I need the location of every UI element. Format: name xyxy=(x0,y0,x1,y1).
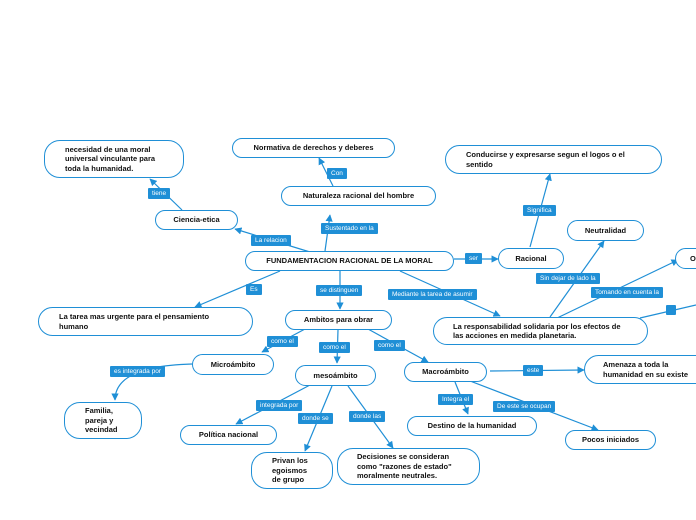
label-tomando: Tomando en cuenta la xyxy=(591,287,663,298)
label-es-integrada: es integrada por xyxy=(110,366,165,377)
node-decisiones[interactable]: Decisiones se consideran como "razones d… xyxy=(337,448,480,485)
connector xyxy=(318,157,334,187)
node-responsabilidad[interactable]: La responsabilidad solidaria por los efe… xyxy=(433,317,648,345)
label-como-el-micro: como el xyxy=(267,336,298,347)
node-fundamentacion[interactable]: FUNDAMENTACION RACIONAL DE LA MORAL xyxy=(245,251,454,271)
label-donde-se: donde se xyxy=(298,413,333,424)
connector xyxy=(194,270,281,308)
node-pocos[interactable]: Pocos iniciados xyxy=(565,430,656,450)
label-integrada-por: integrada por xyxy=(256,400,303,411)
label-donde-las: donde las xyxy=(349,411,386,422)
node-ambitos[interactable]: Ambitos para obrar xyxy=(285,310,392,330)
label-se-distinguen: se distinguen xyxy=(316,285,363,296)
label-de-este: De este se ocupan xyxy=(493,401,556,412)
node-conducirse[interactable]: Conducirse y expresarse segun el logos o… xyxy=(445,145,662,174)
node-mesoambito[interactable]: mesoámbito xyxy=(295,365,376,386)
node-necesidad[interactable]: necesidad de una moral universal vincula… xyxy=(44,140,184,178)
node-amenaza[interactable]: Amenaza a toda la humanidad en su existe xyxy=(584,355,696,384)
node-racional[interactable]: Racional xyxy=(498,248,564,269)
node-o-cut[interactable]: O xyxy=(675,248,696,269)
label-mediante: Mediante la tarea de asumir xyxy=(388,289,477,300)
label-sin-dejar: Sin dejar de lado la xyxy=(536,273,600,284)
label-ser: ser xyxy=(465,253,483,264)
label-como-el-macro: como el xyxy=(374,340,405,351)
node-tarea[interactable]: La tarea mas urgente para el pensamiento… xyxy=(38,307,253,336)
label-significa: Significa xyxy=(523,205,556,216)
node-naturaleza[interactable]: Naturaleza racional del hombre xyxy=(281,186,436,206)
node-politica[interactable]: Política nacional xyxy=(180,425,277,445)
collapse-handle xyxy=(666,305,676,315)
label-es: Es xyxy=(246,284,262,295)
label-sustentado: Sustentado en la xyxy=(321,223,378,234)
node-ciencia-etica[interactable]: Ciencia-etica xyxy=(155,210,238,230)
node-familia[interactable]: Familia, pareja y vecindad xyxy=(64,402,142,439)
node-microambito[interactable]: Microámbito xyxy=(192,354,274,375)
label-con: Con xyxy=(327,168,347,179)
label-tiene: tiene xyxy=(148,188,171,199)
label-integra-el: Integra el xyxy=(438,394,474,405)
label-este: este xyxy=(523,365,544,376)
label-como-el-meso: como el xyxy=(319,342,350,353)
label-la-relacion: La relacion xyxy=(251,235,291,246)
node-neutralidad[interactable]: Neutralidad xyxy=(567,220,644,241)
node-macroambito[interactable]: Macroámbito xyxy=(404,362,487,382)
node-normativa[interactable]: Normativa de derechos y deberes xyxy=(232,138,395,158)
node-privan[interactable]: Privan los egoismos de grupo xyxy=(251,452,333,489)
node-destino[interactable]: Destino de la humanidad xyxy=(407,416,537,436)
